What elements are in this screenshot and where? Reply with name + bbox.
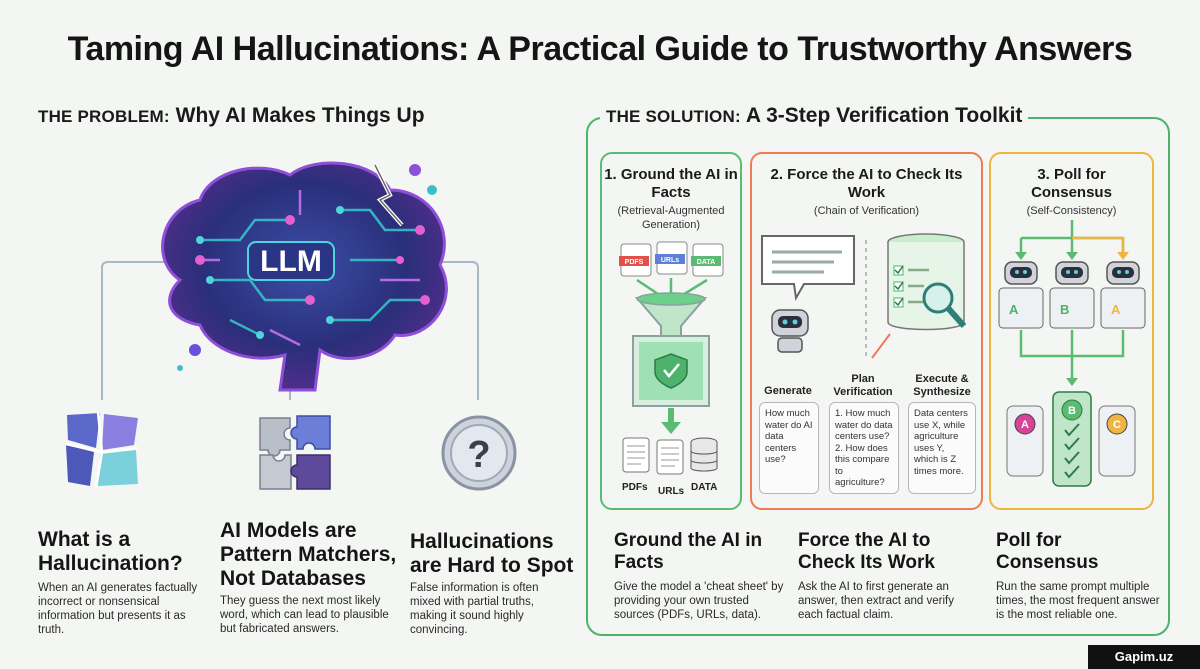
input-tag-pdfs: PDFS — [625, 259, 644, 266]
solution-heading-text: A 3-Step Verification Toolkit — [745, 104, 1023, 127]
output-docs-icons — [622, 437, 718, 475]
watermark: Gapim.uz — [1088, 645, 1200, 669]
broken-glass-icon — [65, 411, 139, 489]
result-option-label-a: A — [1021, 419, 1029, 431]
question-coin-icon: ? — [441, 415, 517, 491]
step-3-subtitle: (Self-Consistency) — [1026, 205, 1117, 217]
problem-heading: THE PROBLEM: Why AI Makes Things Up — [38, 104, 425, 128]
solution-item-title-3: Poll for Consensus — [996, 530, 1099, 573]
checklist-database-icon — [887, 233, 967, 331]
step-2-subtitle: (Chain of Verification) — [813, 205, 920, 217]
result-option-label-c: C — [1113, 419, 1121, 431]
solution-item-title-2: Force the AI to Check Its Work — [798, 530, 935, 573]
robot-voter-3 — [1100, 261, 1146, 329]
solution-item-body-3: Run the same prompt multiple times, the … — [996, 581, 1160, 621]
source-docs-icons — [619, 241, 724, 277]
step-2-title: 2. Force the AI to Check Its Work — [770, 166, 963, 201]
problem-heading-caps: THE PROBLEM: — [38, 107, 170, 126]
stage-box-plan: 1. How much water do data centers use? 2… — [829, 402, 899, 494]
brain-llm-label: LLM — [260, 245, 322, 278]
step-2-panel — [750, 152, 983, 510]
robot-answer-2: B — [1060, 302, 1069, 317]
stage-label-plan: Plan Verification — [833, 373, 893, 398]
solution-heading: THE SOLUTION: A 3-Step Verification Tool… — [600, 104, 1029, 128]
problem-item-body-3: False information is often mixed with pa… — [410, 582, 539, 636]
step-3-panel — [989, 152, 1154, 510]
input-tag-urls: URLs — [661, 257, 679, 264]
robot-answer-1: A — [1009, 302, 1019, 317]
stage-label-generate: Generate — [764, 385, 812, 397]
step-3-title: 3. Poll for Consensus — [1031, 166, 1112, 201]
stage-label-execute: Execute & Synthesize — [913, 373, 971, 398]
chat-bubble-icon — [761, 235, 855, 302]
robot-voter-1 — [998, 261, 1044, 329]
solution-item-title-1: Ground the AI in Facts — [614, 530, 763, 573]
robot-answer-3: A — [1111, 302, 1121, 317]
problem-heading-text: Why AI Makes Things Up — [175, 104, 425, 127]
result-option-c — [1098, 405, 1136, 477]
problem-item-body-2: They guess the next most likely word, wh… — [220, 595, 389, 635]
result-option-a — [1006, 405, 1044, 477]
stage-box-execute: Data centers use X, while agriculture us… — [908, 402, 976, 494]
verification-illustration — [761, 233, 967, 359]
problem-item-title-3: Hallucinations are Hard to Spot — [410, 530, 574, 577]
robot-voter-2 — [1049, 261, 1095, 329]
problem-item-title-1: What is a Hallucination? — [38, 528, 183, 575]
brain-llm-illustration: LLM — [161, 161, 448, 392]
result-option-label-b: B — [1068, 405, 1076, 417]
problem-item-title-2: AI Models are Pattern Matchers, Not Data… — [220, 519, 397, 590]
stage-box-generate: How much water do AI data centers use? — [759, 402, 819, 494]
consensus-diagram: A B A A B C — [998, 220, 1146, 487]
output-label-urls: URLs — [658, 486, 685, 497]
step-1-subtitle: (Retrieval-Augmented Generation) — [617, 205, 725, 231]
result-option-b-winner — [1052, 391, 1092, 487]
page-title: Taming AI Hallucinations: A Practical Gu… — [67, 30, 1133, 68]
output-label-data: DATA — [691, 482, 718, 493]
solution-heading-caps: THE SOLUTION: — [606, 107, 741, 126]
input-tag-data: DATA — [697, 259, 715, 266]
solution-item-body-1: Give the model a 'cheat sheet' by provid… — [614, 581, 784, 621]
problem-item-body-1: When an AI generates factually incorrect… — [38, 582, 198, 636]
solution-item-body-2: Ask the AI to first generate an answer, … — [798, 581, 954, 621]
rag-funnel-diagram: PDFS URLs DATA — [619, 241, 724, 475]
step-1-panel — [600, 152, 742, 510]
puzzle-icon — [259, 415, 331, 490]
step-1-title: 1. Ground the AI in Facts — [604, 166, 738, 201]
robot-icon — [771, 309, 809, 353]
svg-text:?: ? — [467, 434, 490, 476]
output-label-pdfs: PDFs — [622, 482, 648, 493]
